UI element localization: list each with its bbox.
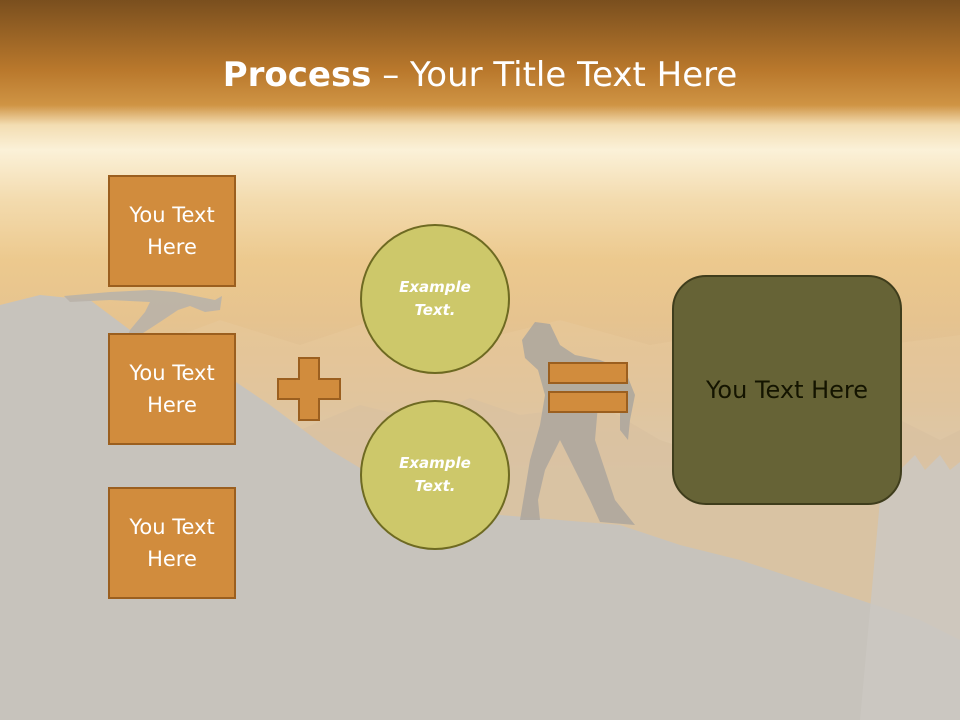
title-rest: – Your Title Text Here — [371, 55, 738, 95]
text-box-label: You Text Here — [129, 515, 215, 571]
slide-title: Process – Your Title Text Here — [0, 52, 960, 98]
equals-icon[interactable] — [547, 361, 631, 415]
circle-label: Example Text. — [399, 278, 471, 319]
text-box-label: You Text Here — [129, 203, 215, 259]
right-peaks — [860, 455, 960, 720]
text-box-1[interactable]: You Text Here — [108, 175, 236, 287]
circle-label: Example Text. — [399, 454, 471, 495]
text-box-label: You Text Here — [129, 361, 215, 417]
text-box-2[interactable]: You Text Here — [108, 333, 236, 445]
climber-silhouette-left — [64, 290, 222, 352]
title-bold: Process — [222, 55, 372, 95]
result-label: You Text Here — [705, 376, 869, 404]
example-circle-2[interactable]: Example Text. — [360, 400, 510, 550]
foreground-mountain — [0, 295, 960, 720]
text-box-3[interactable]: You Text Here — [108, 487, 236, 599]
example-circle-1[interactable]: Example Text. — [360, 224, 510, 374]
plus-icon[interactable] — [276, 356, 342, 422]
result-box[interactable]: You Text Here — [672, 275, 902, 505]
